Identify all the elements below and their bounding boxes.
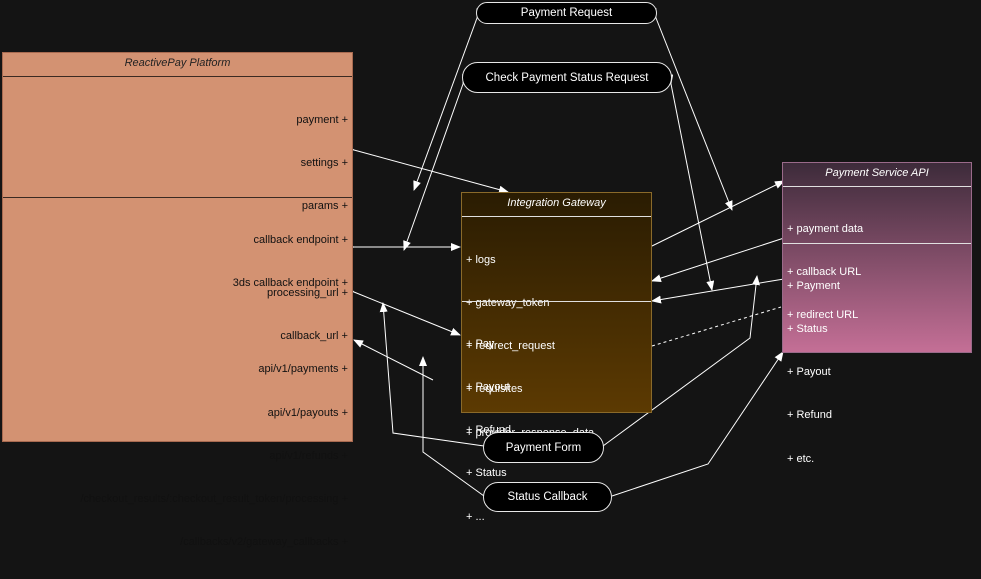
platform-title: ReactivePay Platform — [124, 57, 231, 69]
platform-endpoint: 3ds callback endpoint + — [232, 277, 348, 290]
platform-endpoint: callback endpoint + — [253, 233, 348, 246]
service-method: + etc. — [787, 452, 815, 465]
gateway-box: Integration Gateway + logs + gateway_tok… — [461, 192, 652, 523]
arrow-payment-request-to-gateway — [413, 8, 484, 191]
service-attributes: + payment data + callback URL + redirect… — [787, 193, 863, 351]
platform-section-2: callback endpoint + 3ds callback endpoin… — [80, 204, 348, 579]
service-methods: + Payment + Status + Payout + Refund + e… — [787, 250, 840, 495]
gateway-methods: + Pay + Payout + Refund + Status + ... — [466, 308, 511, 553]
gateway-attr: + redirect_request — [466, 340, 555, 353]
service-attr: + callback URL — [787, 266, 862, 279]
dashed-association — [651, 306, 782, 347]
platform-endpoint: /checkout_results/:checkout_result_token… — [80, 493, 348, 506]
platform-endpoint: api/v1/refunds + — [269, 449, 348, 462]
arrow-service-to-gateway-2 — [651, 237, 785, 283]
connector-arrows — [344, 8, 785, 497]
service-method: + Payment — [787, 279, 840, 292]
platform-endpoint: api/v1/payouts + — [267, 406, 348, 419]
platform-attr: callback_url + — [280, 329, 348, 342]
platform-separator-2 — [3, 197, 352, 198]
service-attr: + payment data — [787, 222, 864, 235]
arrow-platform-to-payment-form — [353, 339, 434, 381]
gateway-method: + Payout — [466, 381, 510, 394]
service-api-title: Payment Service API — [825, 167, 929, 179]
gateway-attr: + requisites — [466, 383, 523, 396]
service-method: + Status — [787, 323, 828, 336]
platform-endpoint — [80, 319, 348, 333]
arrow-status-callback-to-service — [611, 351, 784, 497]
platform-attr: settings + — [300, 157, 348, 170]
gateway-attr: + gateway_token — [466, 297, 550, 310]
arrow-payment-form-to-platform — [379, 302, 485, 447]
platform-box: ReactivePay Platform payment + settings … — [2, 52, 353, 548]
payment-request-node: Payment Request — [476, 2, 657, 24]
gateway-attr: + logs — [466, 253, 496, 266]
arrow-payment-form-to-service — [602, 275, 760, 447]
payment-form-node: Payment Form — [483, 432, 604, 463]
platform-attr: payment + — [296, 113, 348, 126]
gateway-method: + ... — [466, 510, 485, 523]
platform-section-1: payment + settings + params + processing… — [267, 84, 348, 372]
arrow-check-status-to-gateway — [403, 74, 470, 251]
platform-separator-1 — [3, 76, 352, 77]
arrow-checkout-results-to-gateway — [344, 284, 461, 336]
platform-attr: params + — [301, 200, 348, 213]
arrow-gateway-to-service-1 — [642, 180, 785, 254]
gateway-method: + Status — [466, 467, 507, 480]
status-callback-node: Status Callback — [483, 482, 612, 512]
gateway-separator-2 — [462, 301, 651, 302]
gateway-separator-1 — [462, 216, 651, 217]
platform-endpoint: api/v1/payments + — [258, 363, 348, 376]
service-separator-2 — [783, 243, 971, 244]
platform-endpoint: /callbacks/v2/gateway_callbacks + — [180, 536, 348, 549]
service-api-box: Payment Service API + payment data + cal… — [782, 162, 972, 465]
gateway-title: Integration Gateway — [507, 197, 606, 209]
arrow-status-callback-to-platform — [419, 356, 485, 497]
arrow-check-status-to-service — [665, 74, 715, 291]
platform-attr: processing_url + — [266, 286, 348, 299]
check-status-node: Check Payment Status Request — [462, 62, 672, 93]
arrow-payment-request-to-service — [648, 8, 733, 211]
service-method: + Refund — [787, 409, 832, 422]
arrow-service-to-gateway-3 — [651, 278, 785, 304]
service-attr: + redirect URL — [787, 309, 859, 322]
arrow-processing-url-to-gateway — [344, 143, 509, 194]
service-method: + Payout — [787, 366, 831, 379]
gateway-method: + Pay — [466, 337, 495, 350]
service-separator-1 — [783, 186, 971, 187]
